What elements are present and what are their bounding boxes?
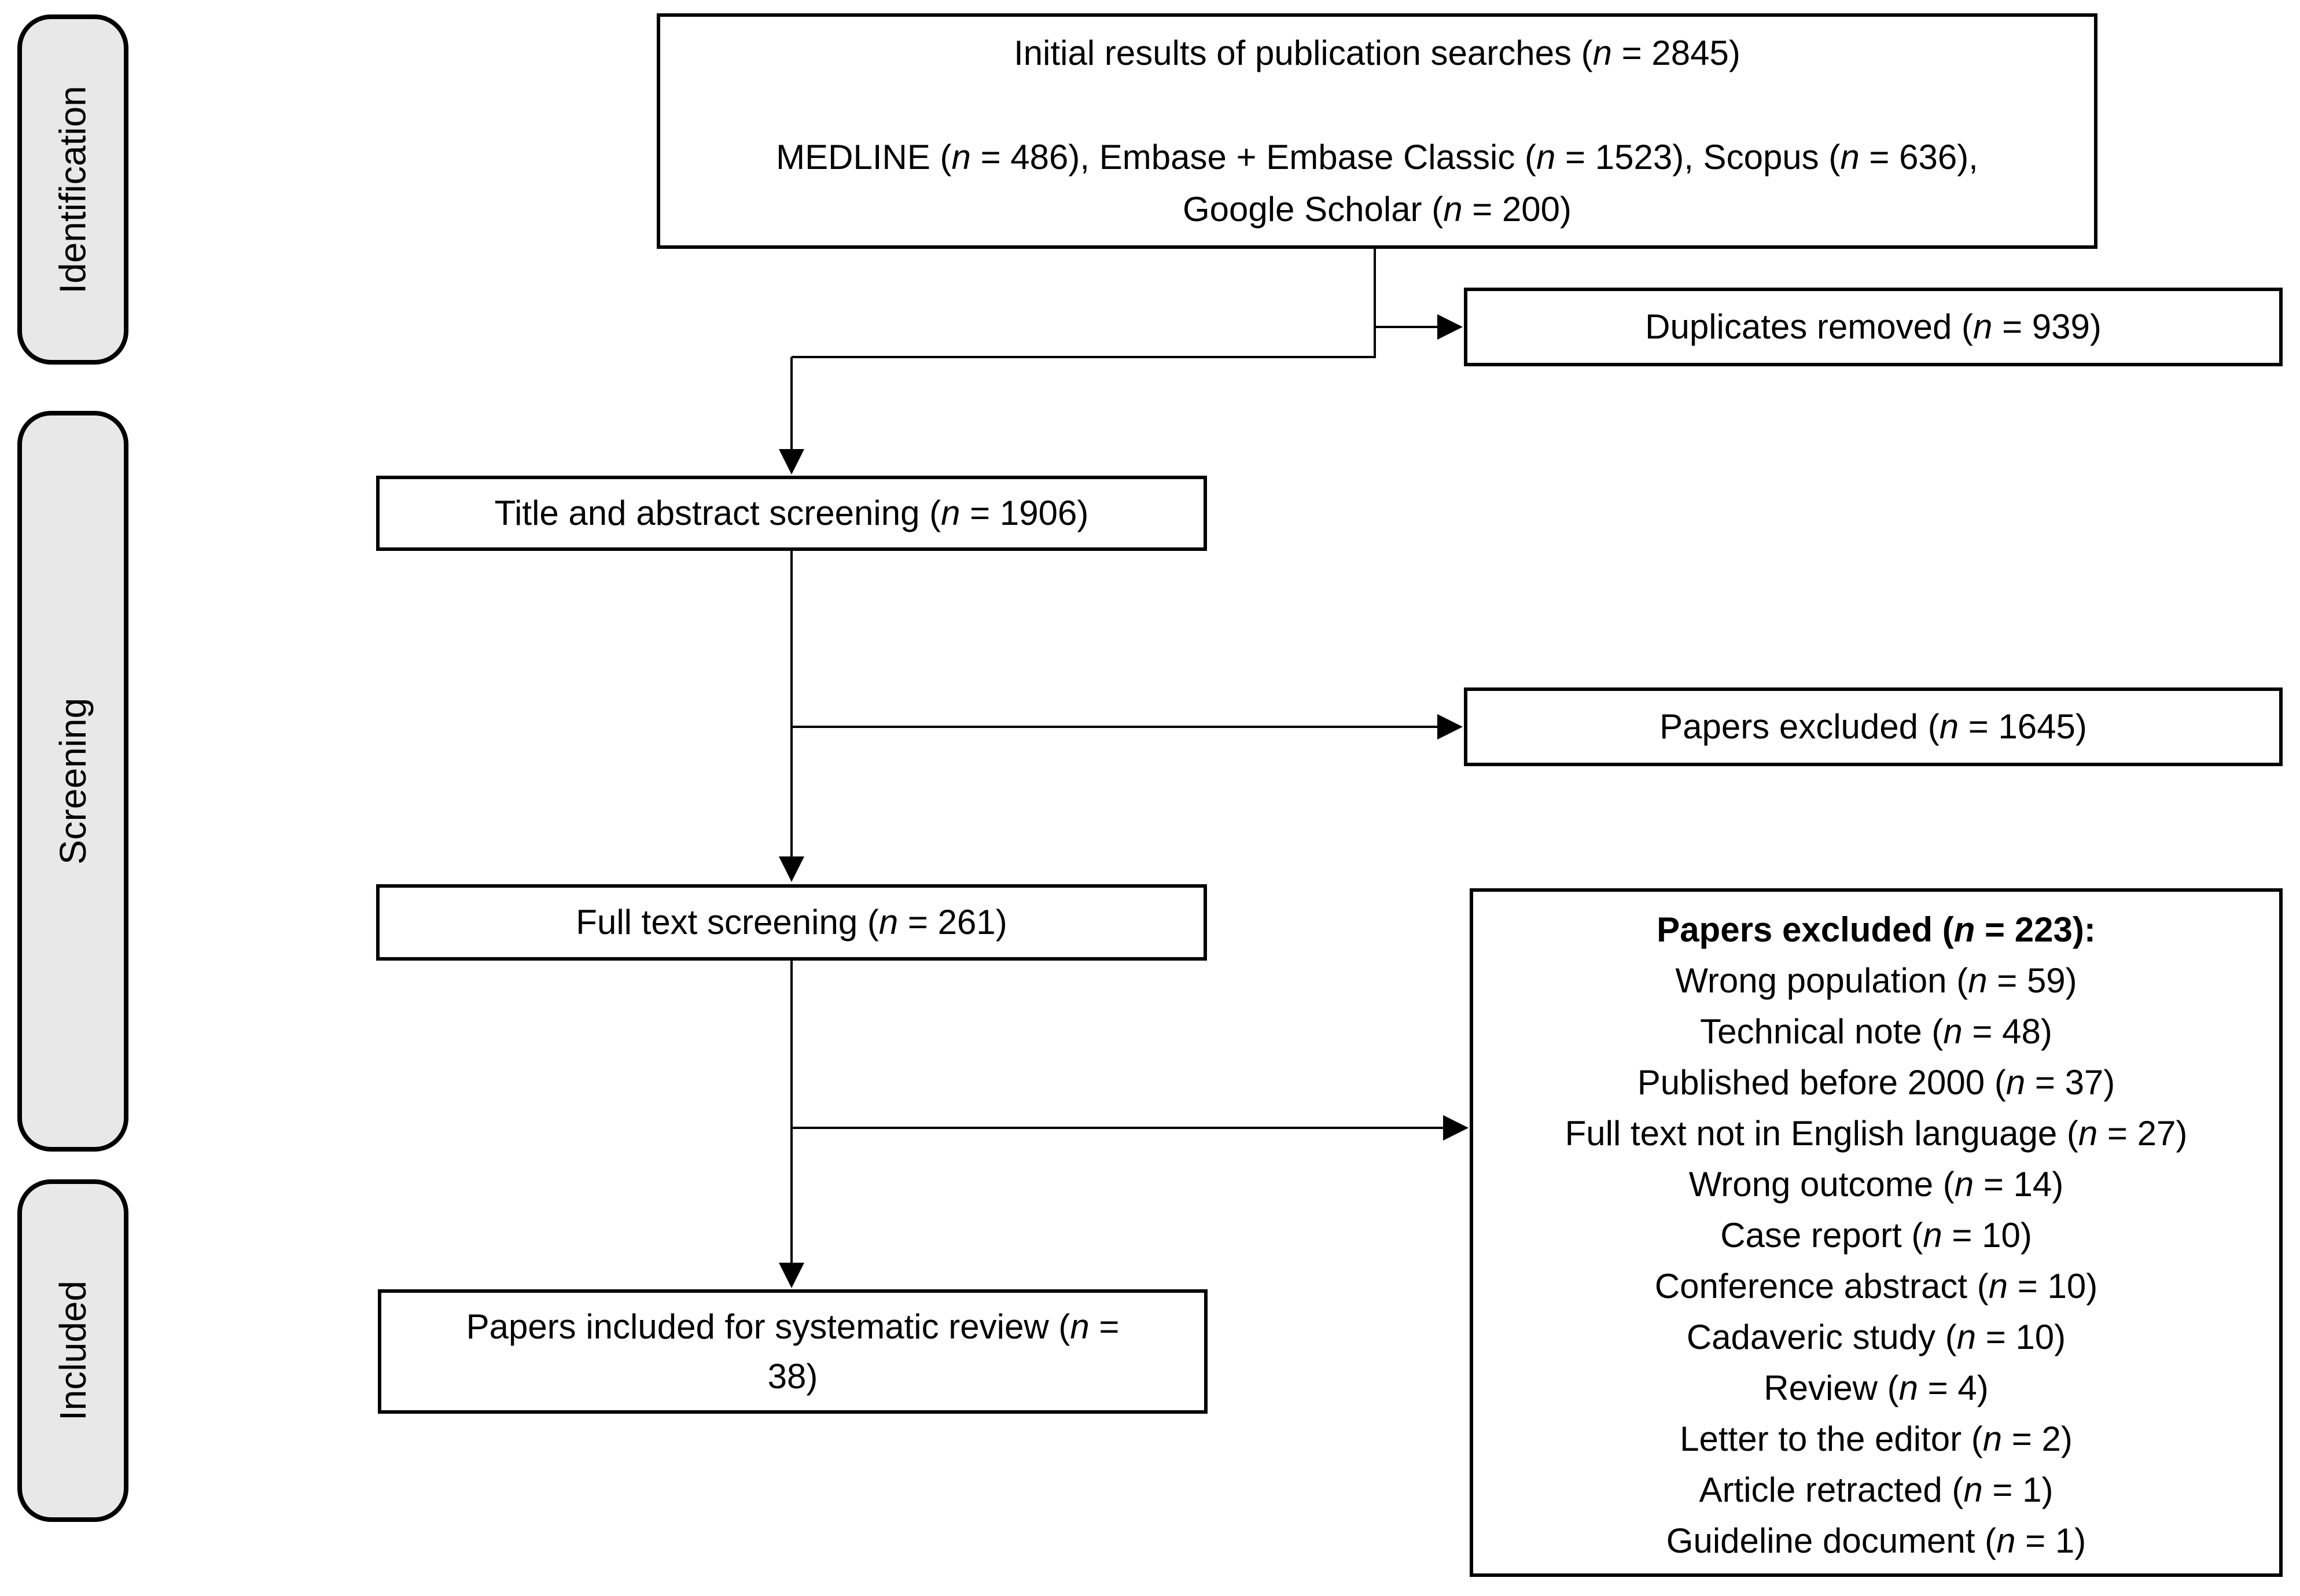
stage-label-screening-text: Screening	[52, 697, 94, 865]
stage-label-identification-text: Identification	[52, 85, 94, 294]
exclusion-reason: Wrong outcome (n = 14)	[1688, 1165, 2064, 1204]
papers-included-line2: 38)	[767, 1356, 818, 1396]
exclusion-reason: Published before 2000 (n = 37)	[1637, 1063, 2115, 1102]
exclusion-reason: Article retracted (n = 1)	[1699, 1470, 2054, 1509]
exclusion-reason: Guideline document (n = 1)	[1666, 1521, 2086, 1560]
papers-excluded-1645-text: Papers excluded (n = 1645)	[1659, 707, 2087, 746]
box-full-text-exclusions: Papers excluded (n = 223): Wrong populat…	[1470, 888, 2283, 1577]
stage-label-screening: Screening	[17, 411, 128, 1152]
arrowhead-duplicates	[1437, 314, 1463, 340]
exclusion-reason: Cadaveric study (n = 10)	[1686, 1318, 2066, 1356]
arrowhead-included	[779, 1263, 804, 1288]
box-papers-excluded-1645: Papers excluded (n = 1645)	[1464, 687, 2283, 766]
arrowhead-title-screening	[779, 449, 804, 475]
exclusion-reason: Full text not in English language (n = 2…	[1565, 1114, 2188, 1153]
arrowhead-fulltext-excluded	[1443, 1115, 1469, 1141]
initial-results-sources-line2: Google Scholar (n = 200)	[1182, 189, 1572, 229]
papers-included-line1: Papers included for systematic review (n…	[466, 1307, 1120, 1346]
full-text-exclusions-title: Papers excluded (n = 223):	[1657, 910, 2096, 949]
stage-label-identification: Identification	[17, 14, 128, 365]
arrowhead-papers-excluded	[1437, 714, 1463, 740]
exclusion-reason: Letter to the editor (n = 2)	[1680, 1420, 2073, 1458]
box-full-text-screening: Full text screening (n = 261)	[376, 884, 1207, 961]
box-initial-search-results: Initial results of publication searches …	[657, 13, 2097, 249]
exclusion-reasons-list: Wrong population (n = 59) Technical note …	[1565, 955, 2188, 1566]
exclusion-reason: Case report (n = 10)	[1720, 1216, 2032, 1255]
title-abstract-screening-text: Title and abstract screening (n = 1906)	[494, 494, 1089, 532]
exclusion-reason: Wrong population (n = 59)	[1675, 961, 2077, 1000]
box-title-abstract-screening: Title and abstract screening (n = 1906)	[376, 476, 1207, 551]
exclusion-reason: Review (n = 4)	[1764, 1369, 1989, 1407]
exclusion-reason: Conference abstract (n = 10)	[1654, 1267, 2098, 1306]
exclusion-reason: Technical note (n = 48)	[1700, 1012, 2052, 1051]
full-text-screening-text: Full text screening (n = 261)	[576, 903, 1007, 942]
stage-label-included-text: Included	[52, 1281, 94, 1421]
box-papers-included: Papers included for systematic review (n…	[378, 1289, 1208, 1414]
arrowhead-fulltext	[779, 856, 804, 882]
stage-label-included: Included	[17, 1179, 128, 1522]
duplicates-removed-text: Duplicates removed (n = 939)	[1645, 307, 2102, 346]
box-duplicates-removed: Duplicates removed (n = 939)	[1464, 288, 2283, 366]
initial-results-sources-line1: MEDLINE (n = 486), Embase + Embase Class…	[776, 137, 1978, 176]
initial-results-title: Initial results of publication searches …	[1014, 33, 1740, 72]
